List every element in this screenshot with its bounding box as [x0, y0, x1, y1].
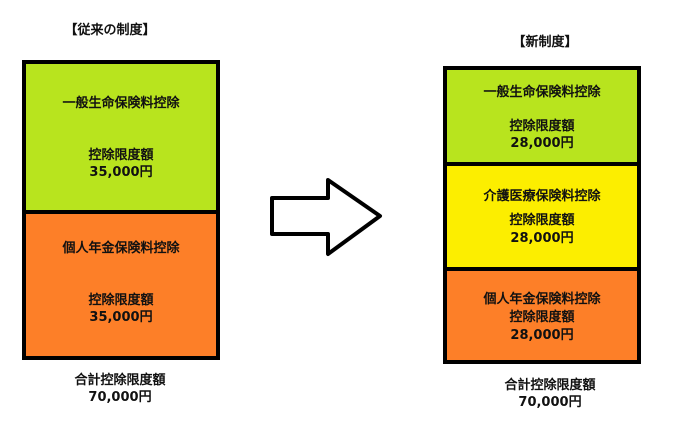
- new-total-label: 合計控除限度額: [504, 378, 596, 393]
- new-system-box: 一般生命保険料控除 控除限度額 28,000円 介護医療保険料控除 控除限度額 …: [443, 66, 641, 364]
- section-name: 個人年金保険料控除: [483, 292, 601, 307]
- limit-value: 35,000円: [89, 165, 153, 180]
- old-system-title: 【従来の制度】: [64, 23, 156, 38]
- section-name: 一般生命保険料控除: [62, 96, 180, 111]
- section-name: 介護医療保険料控除: [483, 189, 601, 204]
- limit-label: 控除限度額: [88, 148, 154, 163]
- new-medical-care-insurance-section: 介護医療保険料控除 控除限度額 28,000円: [447, 166, 637, 271]
- right-arrow-icon: [270, 178, 382, 256]
- old-total-value: 70,000円: [88, 390, 152, 405]
- old-pension-insurance-section: 個人年金保険料控除 控除限度額 35,000円: [26, 214, 216, 356]
- limit-value: 35,000円: [89, 310, 153, 325]
- new-life-insurance-section: 一般生命保険料控除 控除限度額 28,000円: [447, 70, 637, 166]
- limit-label: 控除限度額: [509, 213, 575, 228]
- limit-label: 控除限度額: [509, 310, 575, 325]
- limit-value: 28,000円: [510, 231, 574, 246]
- new-system-title: 【新制度】: [512, 35, 578, 50]
- limit-label: 控除限度額: [88, 293, 154, 308]
- old-life-insurance-section: 一般生命保険料控除 控除限度額 35,000円: [26, 64, 216, 214]
- limit-label: 控除限度額: [509, 119, 575, 134]
- new-total-value: 70,000円: [518, 395, 582, 410]
- section-name: 個人年金保険料控除: [62, 241, 180, 256]
- limit-value: 28,000円: [510, 136, 574, 151]
- limit-value: 28,000円: [510, 328, 574, 343]
- old-total-label: 合計控除限度額: [74, 373, 166, 388]
- section-name: 一般生命保険料控除: [483, 85, 601, 100]
- old-system-box: 一般生命保険料控除 控除限度額 35,000円 個人年金保険料控除 控除限度額 …: [22, 60, 220, 360]
- new-pension-insurance-section: 個人年金保険料控除 控除限度額 28,000円: [447, 271, 637, 360]
